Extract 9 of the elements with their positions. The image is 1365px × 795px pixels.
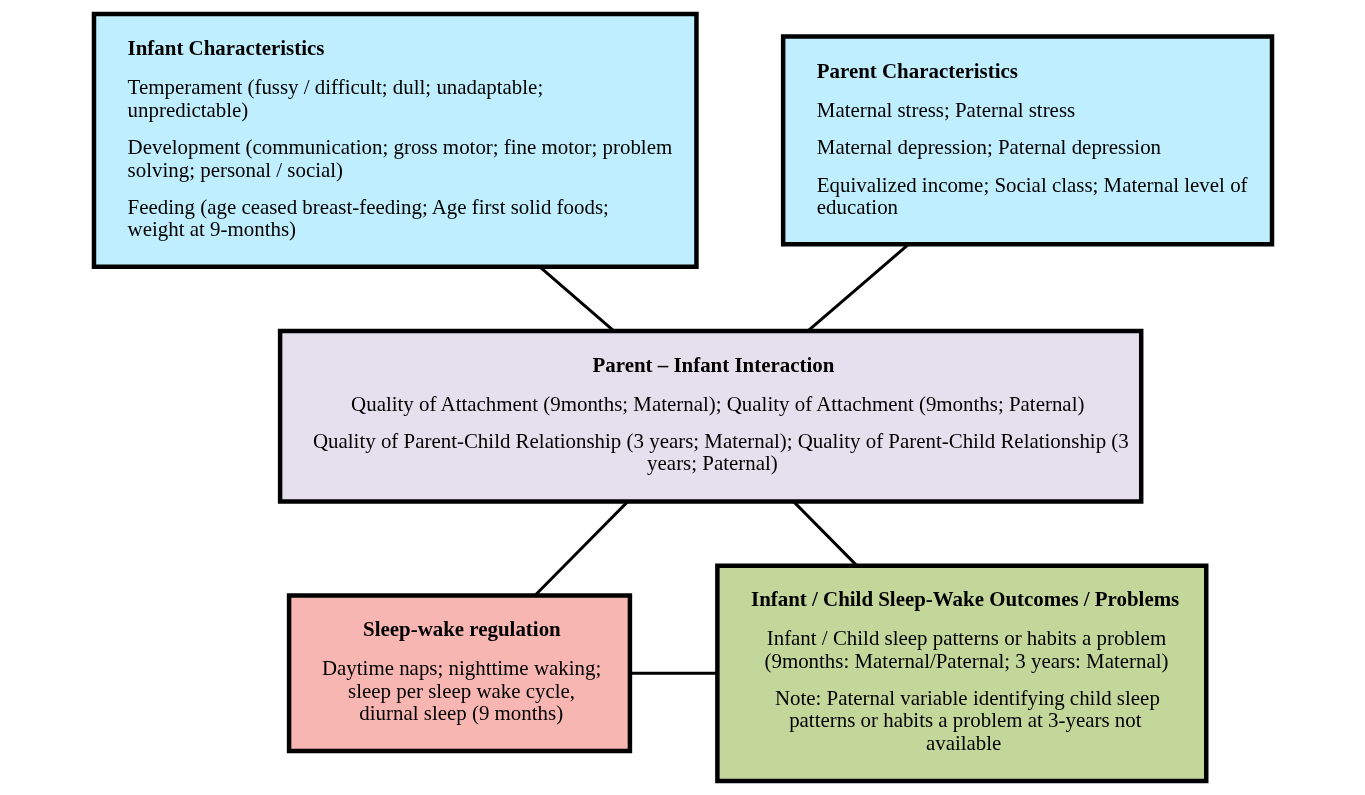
connector bbox=[792, 500, 858, 567]
node-box: Parent – Infant Interaction Quality of Attachment (9months; Maternal); Quality of Attachment (9months; Paternal) Quality of Parent-Child Relationship (3 years; Maternal); Quality of Parent-Child Relationship (3 years; Paternal) bbox=[277, 328, 1143, 504]
connector bbox=[806, 243, 909, 332]
node-box: Parent Characteristics Maternal stress; Paternal stress Maternal depression; Paternal depression Equivalized income; Social class; Maternal level of education bbox=[780, 34, 1274, 247]
node-box: Sleep-wake regulation Daytime naps; nighttime waking; sleep per sleep wake cycle, diurnal sleep (9 months) bbox=[286, 593, 632, 754]
connector bbox=[533, 500, 629, 597]
node-box: Infant / Child Sleep-Wake Outcomes / Problems Infant / Child sleep patterns or habits a problem (9months: Maternal/Paternal; 3 years: Maternal) Note: Paternal variable identifying child sleep patterns or habits a problem at 3-years not available bbox=[714, 563, 1208, 784]
connector bbox=[629, 671, 717, 675]
node-box: Infant Characteristics Temperament (fussy / difficult; dull; unadaptable; unpredictable) Development (communication; gross motor; fine motor; problem solving; personal / social) Feeding (age ceased breast-feeding; Age first solid foods; weight at 9-months) bbox=[91, 11, 699, 269]
